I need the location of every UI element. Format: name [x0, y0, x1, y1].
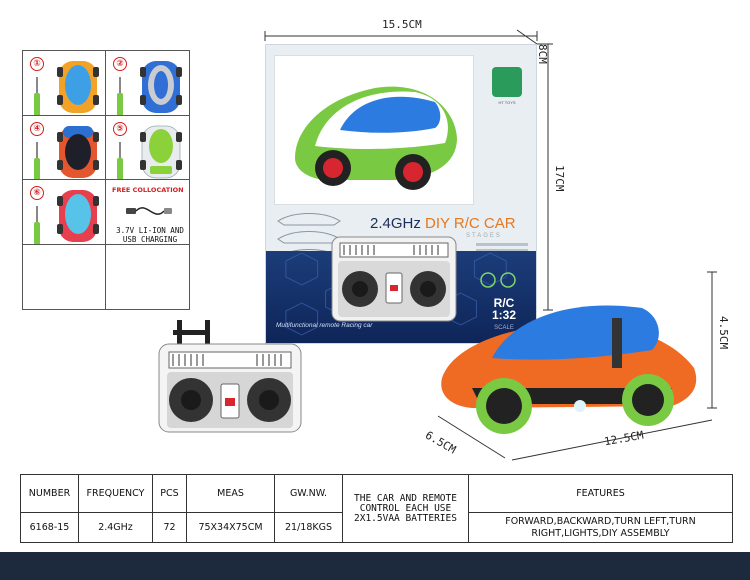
free-collocation-cell: FREE COLLOCATION 3.7V LI-ION AND USB CHA… [106, 180, 189, 245]
screwdriver-icon [117, 77, 123, 115]
remote-control-icon [331, 236, 457, 322]
value-number: 6168-15 [20, 512, 79, 543]
car-top-view-icon [57, 125, 99, 178]
box-tagline: Multifunctional remote Racing car [276, 322, 373, 329]
box-depth-label: 8CM [536, 44, 549, 64]
variant-number: ⑤ [113, 121, 127, 136]
variant-cell: ④ [23, 115, 106, 180]
remote-control-icon [158, 320, 302, 433]
box-width-label: 15.5CM [382, 18, 422, 31]
spec-value-row: 6168-15 2.4GHz 72 75X34X75CM 21/18KGS FO… [20, 512, 733, 543]
box-window [274, 55, 474, 205]
car-top-view-icon [140, 61, 182, 113]
box-height-label: 17CM [553, 165, 566, 192]
spec-table: NUMBER FREQUENCY PCS MEAS GW.NW. THE CAR… [20, 474, 733, 543]
package-box: HT TOYS 2.4GHz DIY R/C CAR STAGES Multif… [265, 44, 537, 344]
value-gw-nw: 21/18KGS [274, 512, 343, 543]
header-meas: MEAS [186, 474, 275, 513]
scale-badge: R/C 1:32 [491, 296, 517, 322]
header-gw-nw: GW.NW. [274, 474, 343, 513]
value-pcs: 72 [152, 512, 187, 543]
box-title-freq: 2.4GHz [370, 215, 421, 232]
variant-cell: ① [23, 51, 106, 116]
screwdriver-icon [34, 77, 40, 115]
boxed-car-icon [295, 86, 457, 190]
value-meas: 75X34X75CM [186, 512, 275, 543]
header-number: NUMBER [20, 474, 79, 513]
empty-cell [23, 244, 106, 309]
collocation-title: FREE COLLOCATION [112, 186, 184, 194]
variant-number: ② [113, 57, 127, 71]
header-frequency: FREQUENCY [78, 474, 153, 513]
spec-header-row: NUMBER FREQUENCY PCS MEAS GW.NW. THE CAR… [20, 474, 733, 543]
variant-number: ⑥ [30, 186, 44, 200]
box-subtitle: STAGES [466, 233, 502, 239]
variant-number: ④ [30, 121, 44, 136]
car-top-view-icon [57, 61, 99, 113]
battery-note: THE CAR AND REMOTE CONTROL EACH USE 2X1.… [342, 474, 469, 543]
header-pcs: PCS [152, 474, 187, 513]
variant-cell: ⑤ [106, 116, 189, 180]
variant-cell: ⑥ [23, 180, 106, 245]
value-features: FORWARD,BACKWARD,TURN LEFT,TURN RIGHT,LI… [468, 512, 733, 543]
collocation-text: 3.7V LI-ION AND USB CHARGING CABLE [116, 226, 184, 244]
box-title-accent: DIY R/C CAR [425, 215, 516, 232]
variant-number: ① [30, 57, 44, 71]
variant-cell: ② [106, 51, 189, 116]
footer-bar [0, 552, 750, 580]
brand-text: HT TOYS [498, 100, 516, 105]
usb-cable-icon [126, 207, 172, 215]
car-height-label: 4.5CM [717, 316, 730, 350]
scale-sub: SCALE [494, 325, 514, 331]
variant-grid: ① ② ④ ⑤ [22, 50, 190, 310]
rc-car-icon [441, 305, 697, 434]
screwdriver-icon [34, 141, 40, 180]
car-top-view-icon [57, 190, 99, 242]
box-title: 2.4GHz DIY R/C CAR [370, 215, 516, 232]
header-features: FEATURES [468, 474, 733, 513]
brand-logo-icon [492, 67, 522, 97]
feature-badges-icon [480, 272, 516, 288]
screwdriver-icon [117, 141, 123, 180]
value-frequency: 2.4GHz [78, 512, 153, 543]
car-top-view-icon [140, 125, 182, 178]
screwdriver-icon [34, 206, 40, 244]
